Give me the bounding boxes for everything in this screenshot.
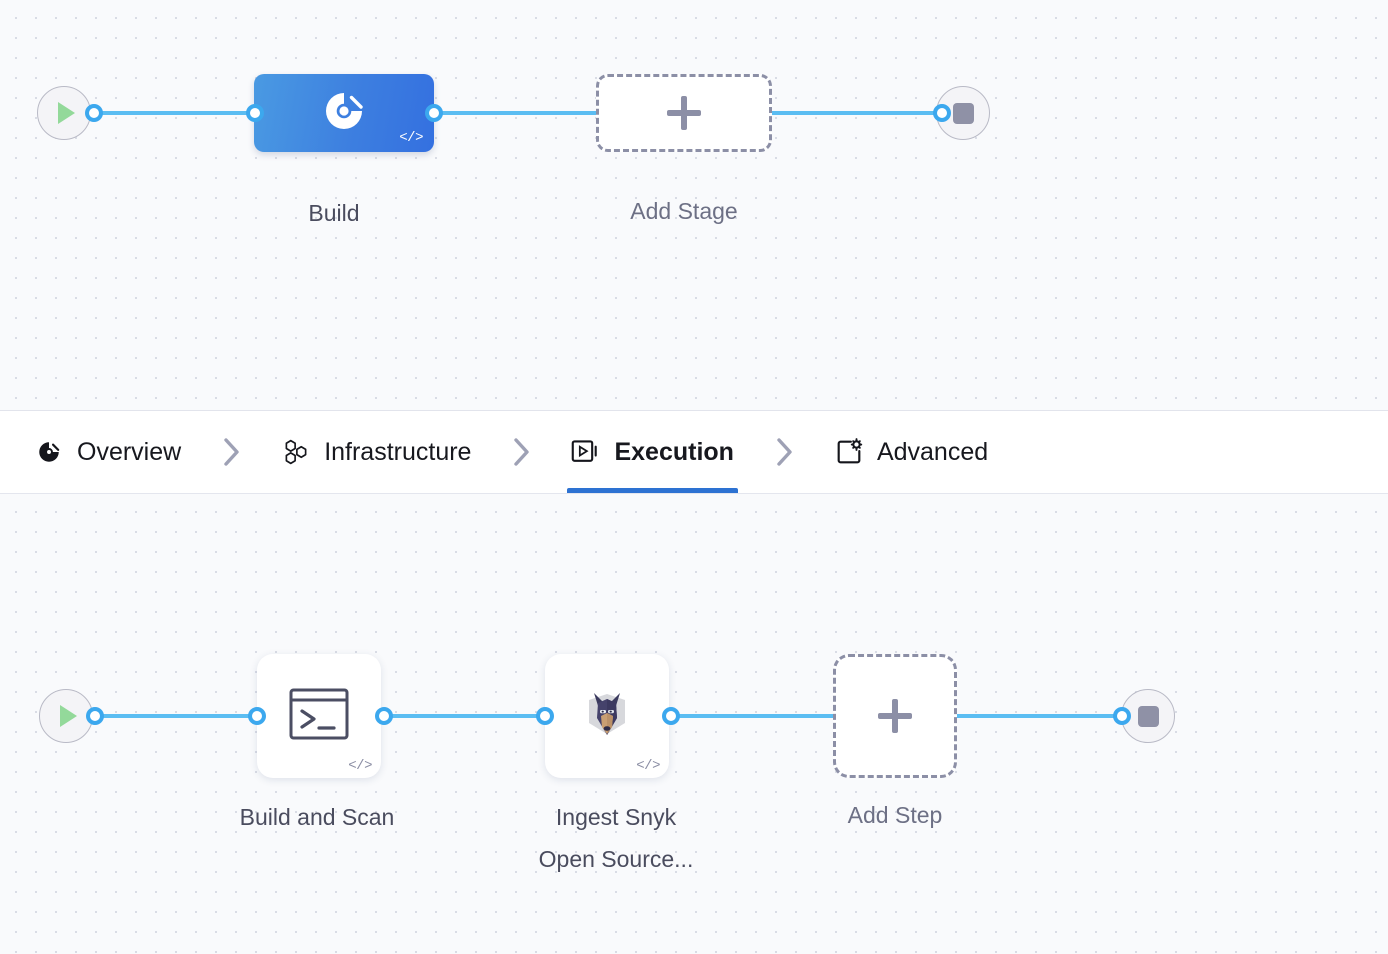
step-start-node[interactable] (39, 689, 93, 743)
square-gear-icon (834, 437, 864, 467)
connector-step2-to-addstep (662, 714, 842, 718)
play-icon (58, 102, 75, 124)
tab-execution[interactable]: Execution (567, 411, 739, 493)
connector-ring-start-out (85, 104, 103, 122)
hexagon-cluster-icon (281, 437, 311, 467)
chevron-right-icon (185, 436, 277, 468)
plus-icon (667, 96, 701, 130)
code-badge: </> (636, 758, 660, 774)
play-icon (60, 705, 77, 727)
tab-advanced-label: Advanced (876, 437, 989, 466)
stage-node-build[interactable]: </> (254, 74, 434, 152)
connector-start-to-build (64, 111, 264, 115)
connector-addstage-to-end (762, 111, 952, 115)
stop-icon (1137, 705, 1159, 727)
step-node-build-and-scan[interactable]: </> (257, 654, 381, 778)
tab-infrastructure-label: Infrastructure (324, 437, 472, 466)
chevron-right-icon (738, 436, 830, 468)
snyk-dog-icon (576, 683, 638, 750)
code-badge: </> (348, 758, 372, 774)
stage-node-label-build: Build (308, 200, 360, 226)
step-node-label-build-and-scan: Build and Scan (239, 804, 395, 830)
step-canvas[interactable]: </> Build and Scan (0, 494, 1388, 954)
connector-ring-step1-in (248, 707, 266, 725)
terminal-icon (288, 687, 350, 746)
step-node-ingest-snyk[interactable]: </> (545, 654, 669, 778)
play-box-icon (571, 437, 601, 467)
connector-ring-step2-in (536, 707, 554, 725)
add-stage-label: Add Stage (630, 198, 738, 224)
tab-overview-label: Overview (77, 437, 182, 466)
connector-start-to-step1 (66, 714, 266, 718)
code-badge: </> (399, 130, 423, 146)
stage-canvas[interactable]: </> Build Add Stage (0, 0, 1388, 410)
connector-ring-build-out (425, 104, 443, 122)
connector-ring-step1-out (375, 707, 393, 725)
add-step-label: Add Step (847, 802, 943, 828)
tab-execution-label: Execution (614, 437, 734, 466)
add-step-button[interactable] (833, 654, 957, 778)
build-stage-icon (320, 87, 368, 140)
connector-ring-build-in (246, 104, 264, 122)
connector-ring-end-in (933, 104, 951, 122)
pipeline-disc-icon (34, 437, 64, 467)
connector-ring-step-start-out (86, 707, 104, 725)
stage-config-tabs: Overview Infrastructure (0, 410, 1388, 494)
pipeline-start-node[interactable] (37, 86, 91, 140)
connector-addstep-to-end (952, 714, 1132, 718)
plus-icon (878, 699, 912, 733)
connector-step1-to-step2 (375, 714, 555, 718)
step-end-node[interactable] (1121, 689, 1175, 743)
tab-advanced[interactable]: Advanced (830, 411, 992, 493)
add-stage-button[interactable] (596, 74, 772, 152)
stop-icon (952, 102, 974, 124)
tab-overview[interactable]: Overview (30, 411, 185, 493)
tab-infrastructure[interactable]: Infrastructure (277, 411, 475, 493)
connector-ring-step-end-in (1113, 707, 1131, 725)
connector-ring-step2-out (662, 707, 680, 725)
step-node-label-ingest-snyk: Ingest Snyk Open Source... (538, 804, 694, 872)
chevron-right-icon (475, 436, 567, 468)
connector-build-to-addstage (424, 111, 604, 115)
